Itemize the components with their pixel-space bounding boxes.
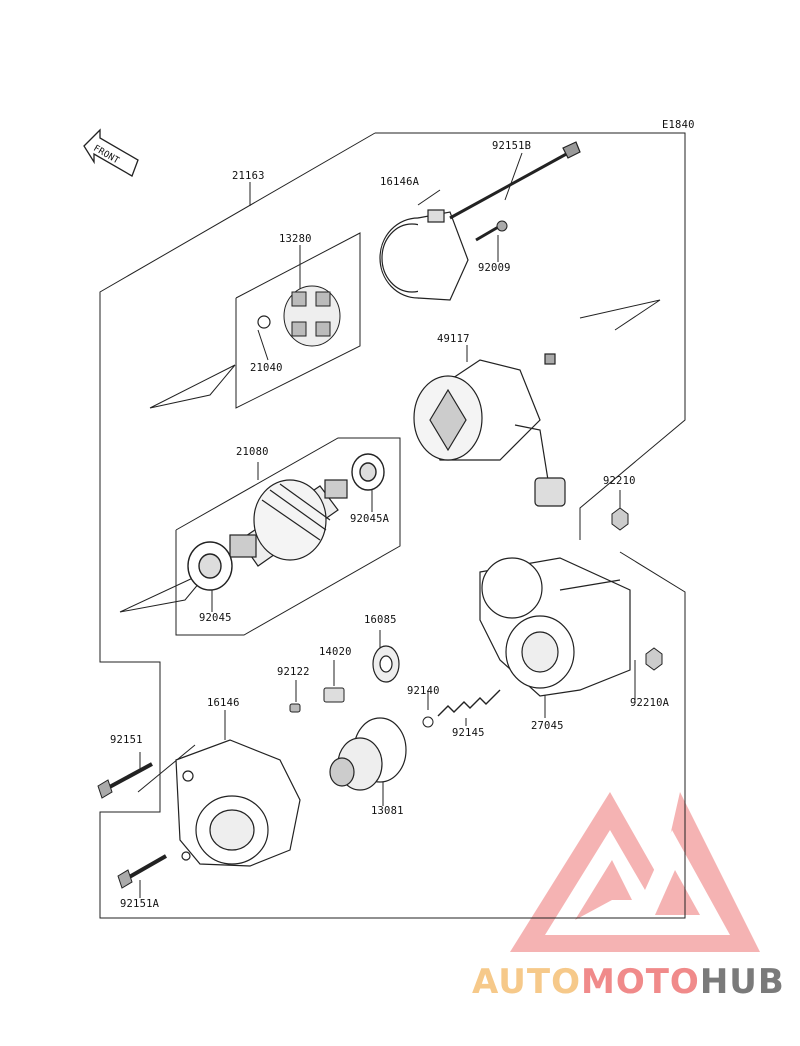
assembly-outline: [99, 132, 686, 919]
label-27045: 27045: [531, 720, 564, 732]
label-21163: 21163: [232, 170, 265, 182]
label-92009: 92009: [478, 262, 511, 274]
watermark-part-hub: HUB: [699, 962, 785, 1002]
part-92140-ball: [422, 716, 434, 728]
part-92122-pin: [289, 703, 301, 713]
label-92210: 92210: [603, 475, 636, 487]
label-92122: 92122: [277, 666, 310, 678]
label-13280: 13280: [279, 233, 312, 245]
label-92045: 92045: [199, 612, 232, 624]
label-92151A: 92151A: [120, 898, 160, 910]
label-92151: 92151: [110, 734, 143, 746]
label-21080: 21080: [236, 446, 269, 458]
part-92045A-bearing: [351, 453, 385, 491]
watermark-logo: [510, 792, 760, 952]
label-16146A: 16146A: [380, 176, 420, 188]
part-92151A-bolt: [117, 854, 167, 889]
part-14020-retainer: [323, 687, 345, 703]
label-92045A: 92045A: [350, 513, 390, 525]
label-13081: 13081: [371, 805, 404, 817]
label-92210A: 92210A: [630, 697, 670, 709]
part-92210A-nut: [645, 647, 663, 671]
part-92045-bearing: [187, 541, 233, 591]
label-92145: 92145: [452, 727, 485, 739]
part-16146-front-housing: [175, 739, 301, 867]
part-21040-spring: [257, 315, 271, 329]
part-16146A-yoke-cover: [379, 209, 469, 301]
part-92210-nut: [611, 507, 629, 531]
front-arrow-icon: [83, 128, 139, 177]
part-92009-screw: [475, 220, 508, 242]
part-13280-brush-holder: [283, 285, 341, 347]
diagram-code: E1840: [662, 119, 695, 131]
part-92151-bolt: [97, 762, 153, 799]
label-92151B: 92151B: [492, 140, 532, 152]
part-49117-field-coil: [413, 353, 566, 507]
part-21080-armature: [229, 479, 348, 567]
label-49117: 49117: [437, 333, 470, 345]
label-16085: 16085: [364, 614, 397, 626]
label-16146: 16146: [207, 697, 240, 709]
watermark-text: AUTOMOTOHUB: [472, 962, 785, 1002]
watermark-part-auto: AUTO: [472, 962, 581, 1002]
label-21040: 21040: [250, 362, 283, 374]
part-92151B-through-bolt: [449, 141, 581, 220]
part-13081-pinion-clutch: [329, 717, 407, 791]
label-14020: 14020: [319, 646, 352, 658]
part-27045-solenoid-housing: [479, 557, 631, 697]
label-92140: 92140: [407, 685, 440, 697]
part-92145-spring: [437, 689, 501, 717]
watermark-part-moto: MOTO: [580, 962, 700, 1002]
part-16085-gear: [372, 645, 400, 683]
